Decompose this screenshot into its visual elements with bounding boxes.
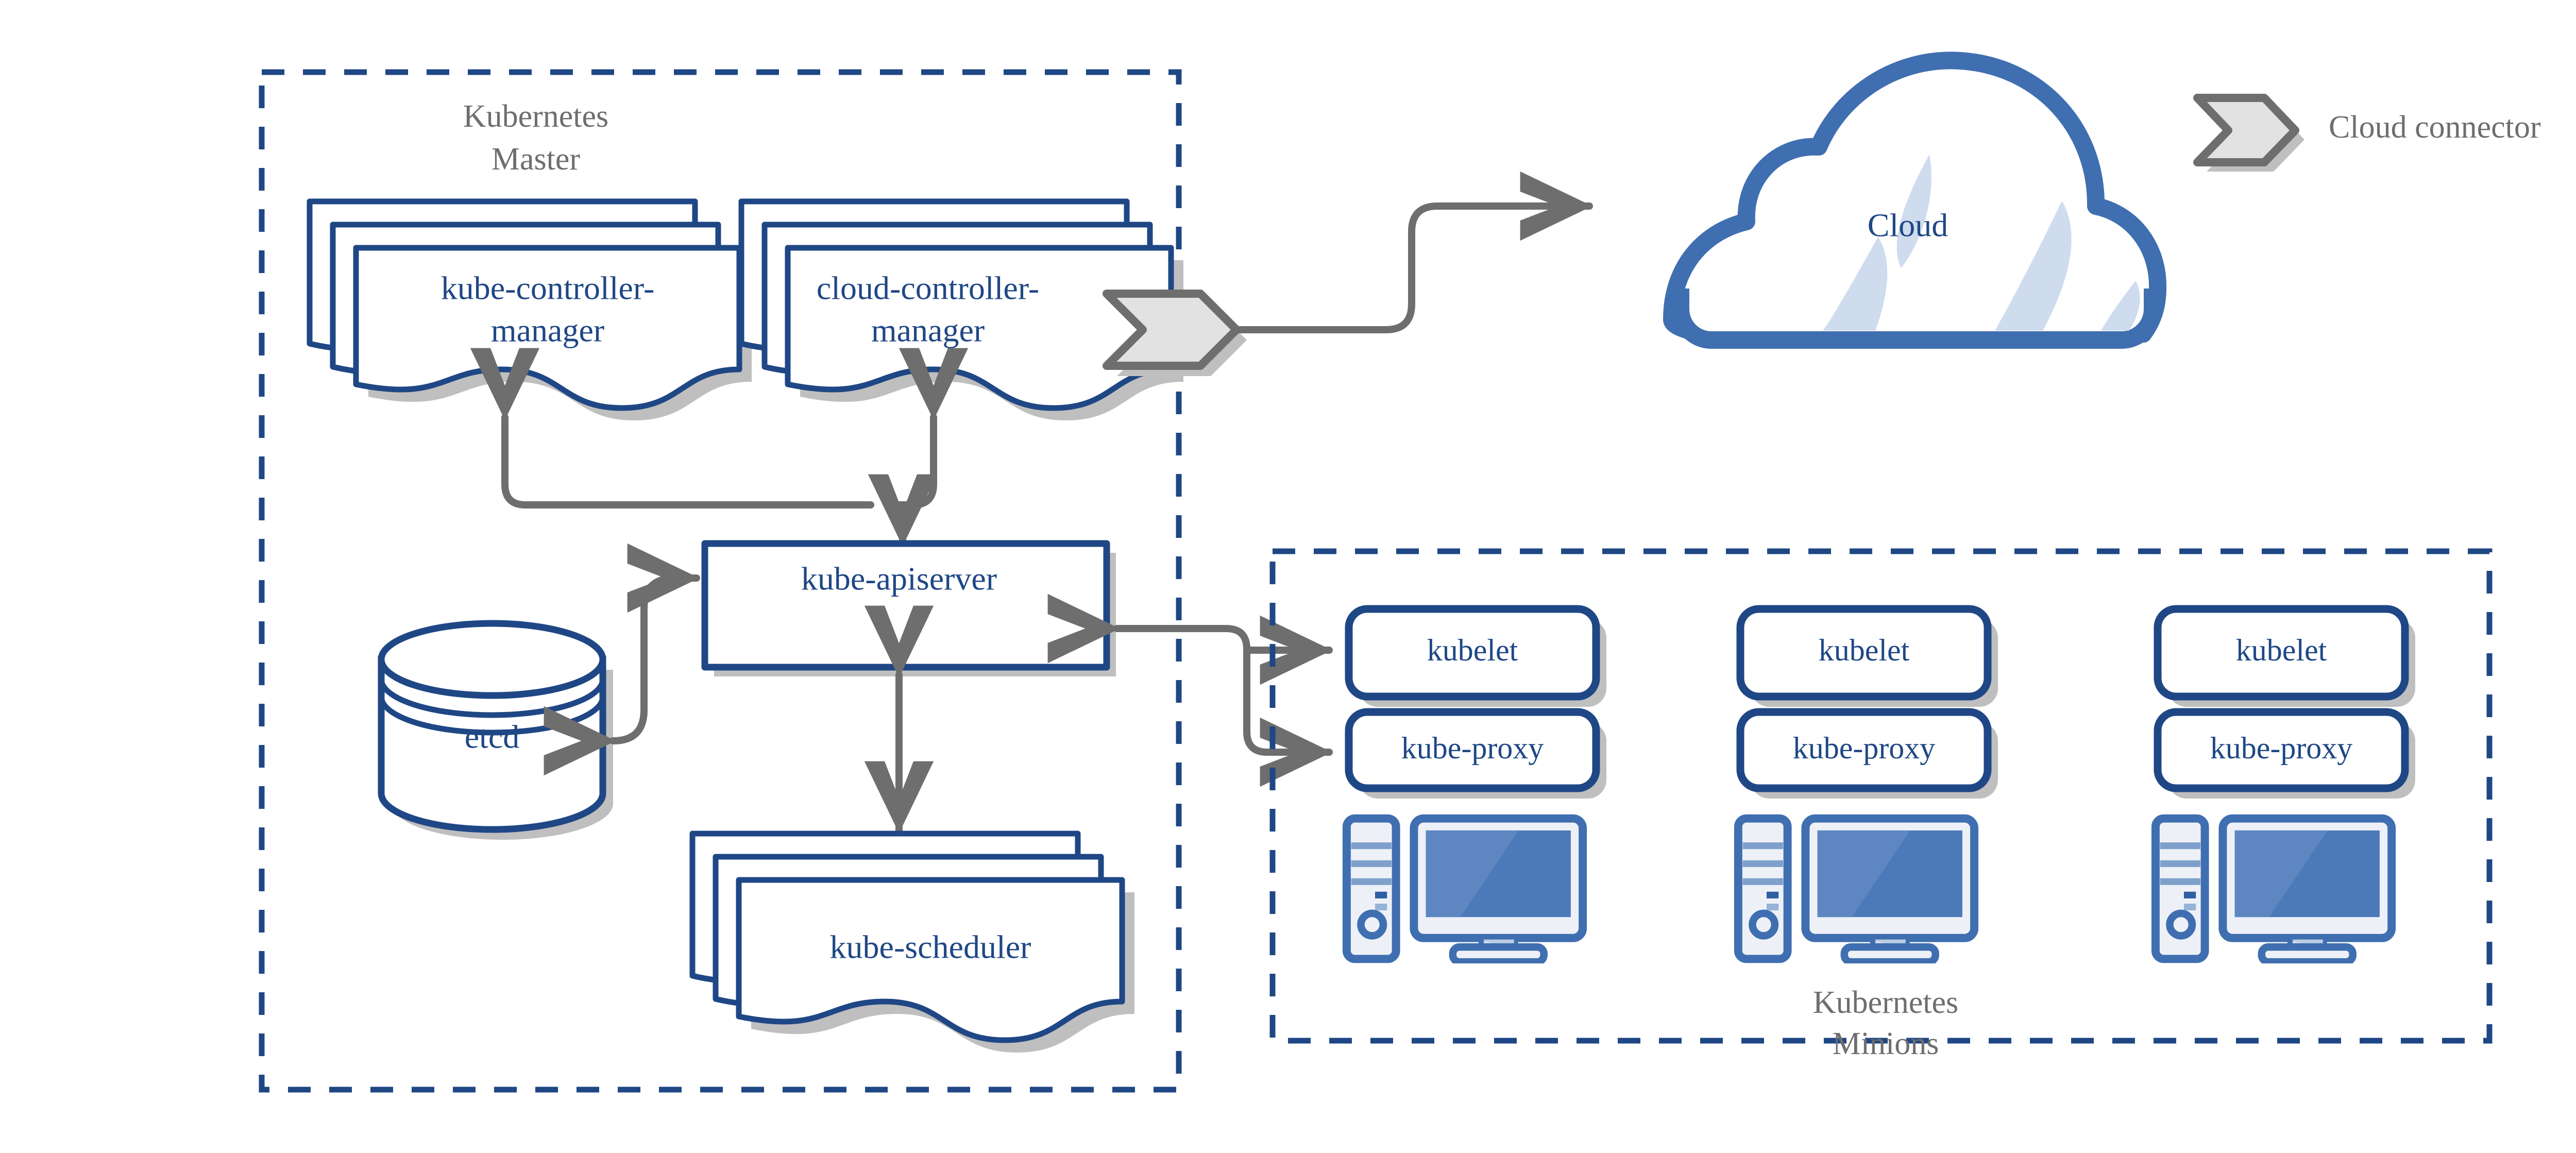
minion1-kubelet-box[interactable] <box>1345 605 1600 701</box>
group-kubernetes-master: Kubernetes Master <box>259 69 1182 1093</box>
node-cloud-controller-manager[interactable]: cloud-controller- manager <box>741 201 1183 420</box>
scheduler-label: kube-scheduler <box>830 929 1031 965</box>
connector-join-to-apiserver <box>868 474 938 547</box>
connector-apiserver-kube-proxy <box>1047 594 1333 787</box>
minions-dashed-border <box>1269 548 2493 1044</box>
node-etcd[interactable]: etcd <box>378 620 613 840</box>
node-kube-controller-manager[interactable]: kube-controller- manager <box>310 201 752 420</box>
minion3-kube-proxy-label: kube-proxy <box>2210 731 2353 765</box>
etcd-top-disc <box>378 620 606 699</box>
minion2-kubelet-label: kubelet <box>1819 633 1910 667</box>
minion2-kube-proxy-box[interactable] <box>1736 708 1992 792</box>
master-group-label-line1: Kubernetes <box>463 99 608 134</box>
node-kube-scheduler[interactable]: kube-scheduler <box>692 834 1134 1053</box>
cloud-connector-icon[interactable] <box>1103 290 1247 376</box>
node-cloud[interactable]: Cloud <box>1637 34 2167 349</box>
minions-group-label-line1: Kubernetes <box>1813 985 1958 1020</box>
minion3-kubelet-box[interactable] <box>2154 605 2409 701</box>
group-kubernetes-minions <box>1269 548 2493 1044</box>
connector-apiserver-kubelet <box>1243 615 1333 685</box>
minion-node-1[interactable]: kubelet kube-proxy <box>1345 605 1606 962</box>
minion1-kube-proxy-label: kube-proxy <box>1401 731 1544 765</box>
cloud-label: Cloud <box>1868 207 1948 244</box>
kcm-label-line1: kube-controller- <box>441 270 655 307</box>
connector-ccm-to-cloud <box>1233 171 1593 333</box>
scheduler-document-shape <box>736 877 1125 1043</box>
minion3-kube-proxy-box[interactable] <box>2154 708 2409 792</box>
connector-ccm-to-apiserver <box>888 348 969 508</box>
node-kube-apiserver[interactable]: kube-apiserver <box>701 540 1116 676</box>
connector-etcd-apiserver <box>544 543 700 776</box>
kcm-label-line2: manager <box>491 312 604 349</box>
master-group-label-line2: Master <box>492 142 581 177</box>
minions-group-label: Kubernetes Minions <box>1813 985 1958 1061</box>
legend: Cloud connector <box>2193 94 2541 172</box>
minions-group-label-line2: Minions <box>1833 1026 1939 1061</box>
ccm-label-line1: cloud-controller- <box>817 270 1039 307</box>
cloud-accent-leaves <box>1823 155 2140 331</box>
apiserver-label: kube-apiserver <box>801 561 997 597</box>
minion2-kube-proxy-label: kube-proxy <box>1793 731 1936 765</box>
kcm-document-shape <box>353 245 742 411</box>
etcd-label: etcd <box>465 719 520 755</box>
ccm-document-shape <box>785 245 1174 411</box>
cloud-connector-chevron <box>1103 290 1241 370</box>
ccm-label-line2: manager <box>871 312 985 349</box>
minion-node-2[interactable]: kubelet kube-proxy <box>1736 605 1998 962</box>
desktop-computer-icon <box>1347 819 1583 962</box>
legend-cloud-connector-icon <box>2193 94 2299 166</box>
desktop-computer-icon <box>1738 819 1974 962</box>
minion1-kube-proxy-box[interactable] <box>1345 708 1600 792</box>
desktop-computer-icon <box>2156 819 2392 962</box>
minion3-kubelet-label: kubelet <box>2236 633 2327 667</box>
minion-node-3[interactable]: kubelet kube-proxy <box>2154 605 2415 962</box>
legend-label: Cloud connector <box>2329 110 2541 145</box>
master-dashed-border <box>259 69 1182 1093</box>
connector-kcm-to-apiserver <box>470 348 874 508</box>
minion2-kubelet-box[interactable] <box>1736 605 1992 701</box>
minion1-kubelet-label: kubelet <box>1427 633 1518 667</box>
